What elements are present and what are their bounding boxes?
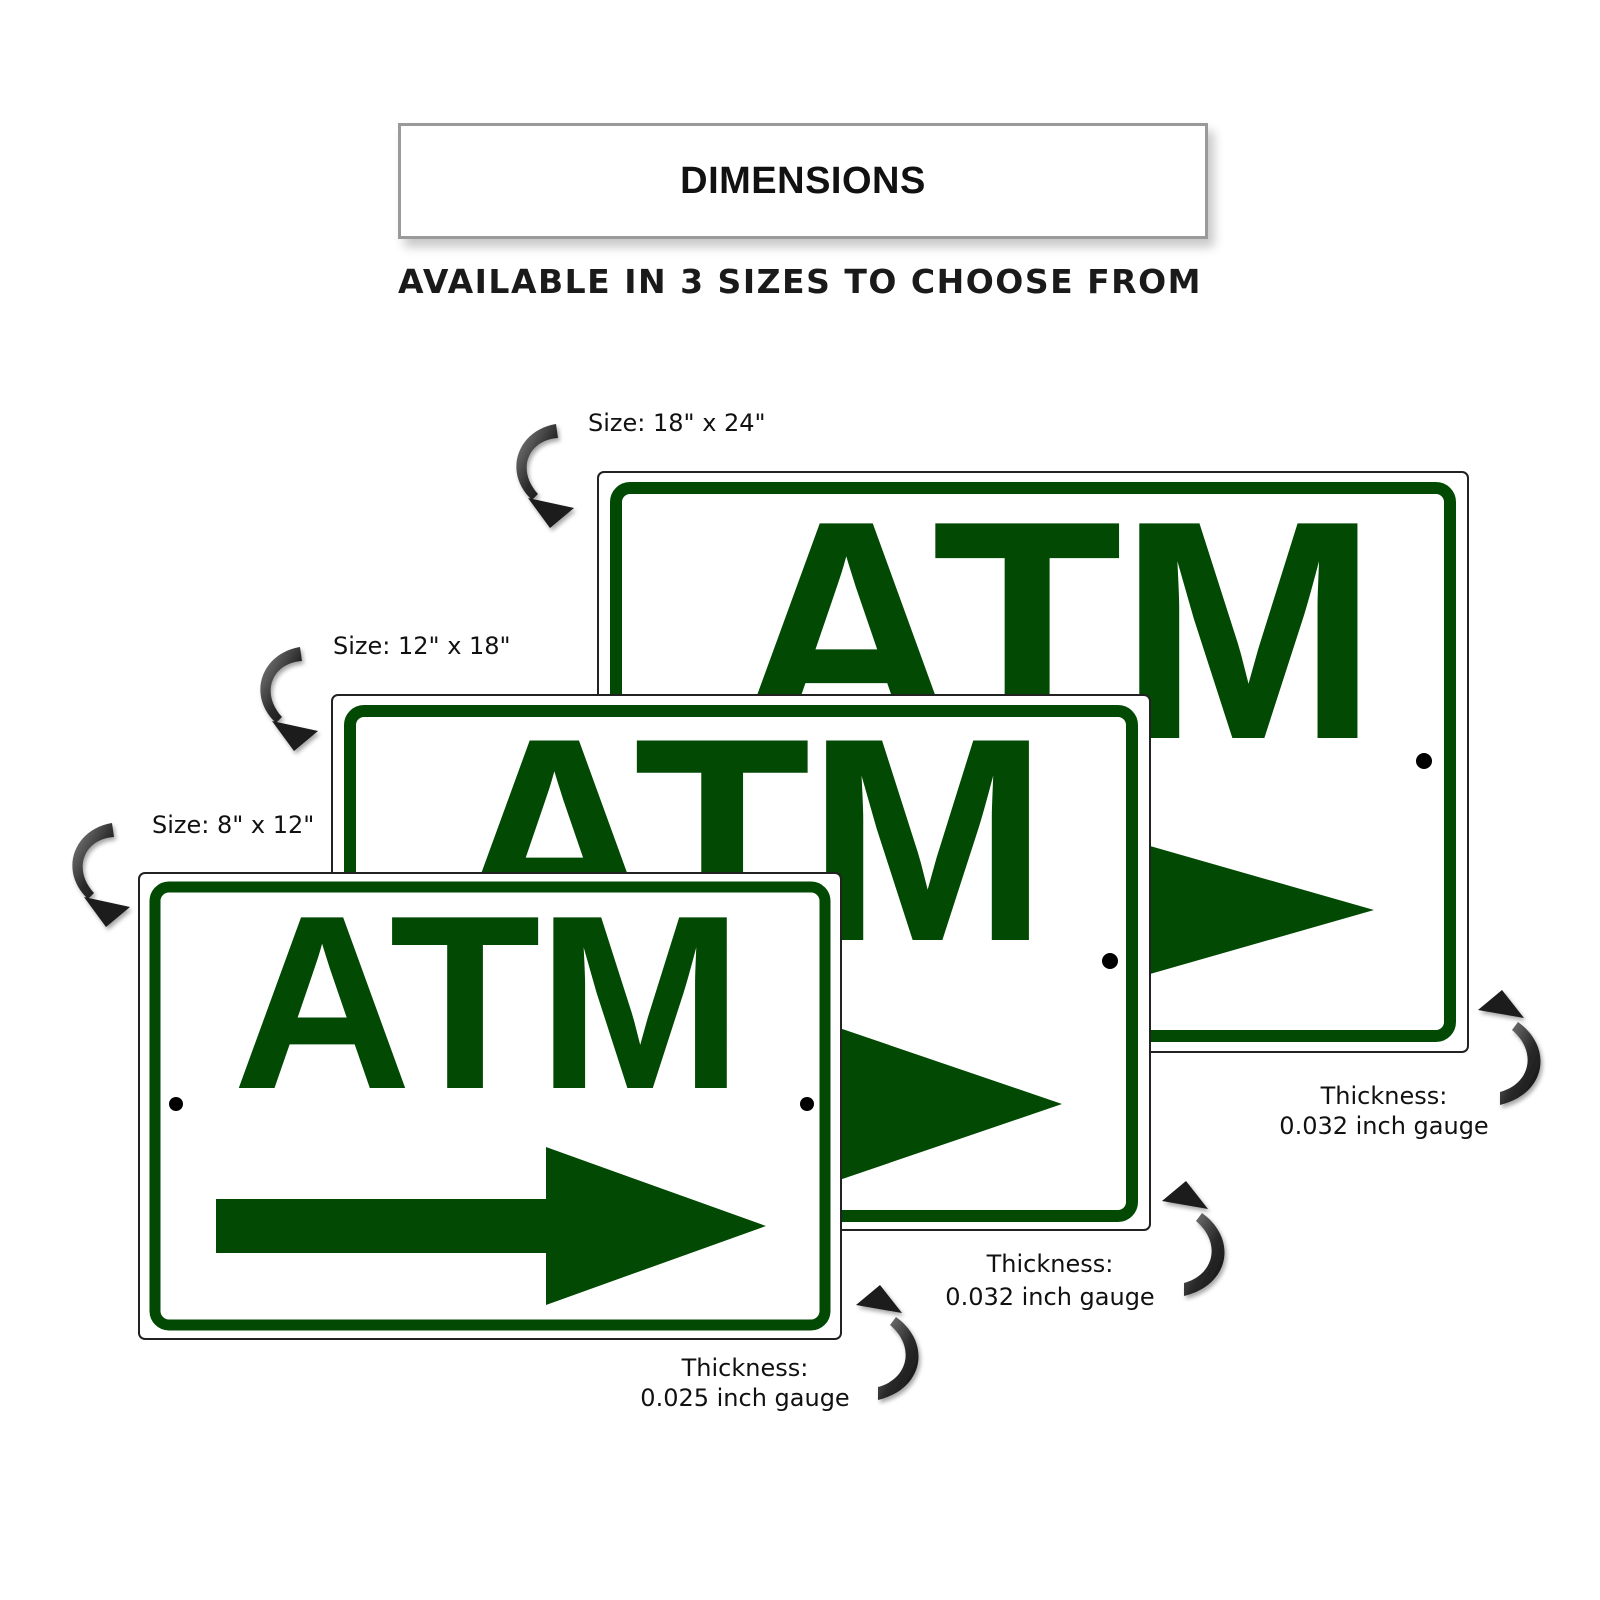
thickness-label-large: Thickness: [1320,1082,1448,1110]
size-label-large: Size: 18" x 24" [588,409,766,437]
thickness-value-small: 0.025 inch gauge [640,1384,849,1412]
mounting-hole [1416,753,1432,769]
curved-arrow-icon [260,647,318,751]
sign-small-border [149,881,831,1331]
mounting-hole [800,1097,814,1111]
thickness-value-large: 0.032 inch gauge [1279,1112,1488,1140]
curved-arrow-icon [516,424,574,528]
curved-arrow-icon [72,823,130,927]
arrow-right-icon [216,1147,766,1305]
thickness-label-small: Thickness: [681,1354,809,1382]
sign-small-atm-text: ATM [233,863,740,1141]
sign-small: ATM [138,863,842,1340]
size-label-medium: Size: 12" x 18" [333,632,511,660]
thickness-label-medium: Thickness: [986,1250,1114,1278]
dimensions-title-box: DIMENSIONS [398,123,1208,239]
page-subtitle: AVAILABLE IN 3 SIZES TO CHOOSE FROM [398,262,1202,301]
curved-arrow-icon [1162,1181,1225,1296]
curved-arrow-icon [856,1285,919,1400]
mounting-hole [169,1097,183,1111]
thickness-value-medium: 0.032 inch gauge [945,1283,1154,1311]
size-label-small: Size: 8" x 12" [152,811,314,839]
page-title: DIMENSIONS [680,159,926,202]
curved-arrow-icon [1478,990,1541,1105]
mounting-hole [1102,953,1118,969]
